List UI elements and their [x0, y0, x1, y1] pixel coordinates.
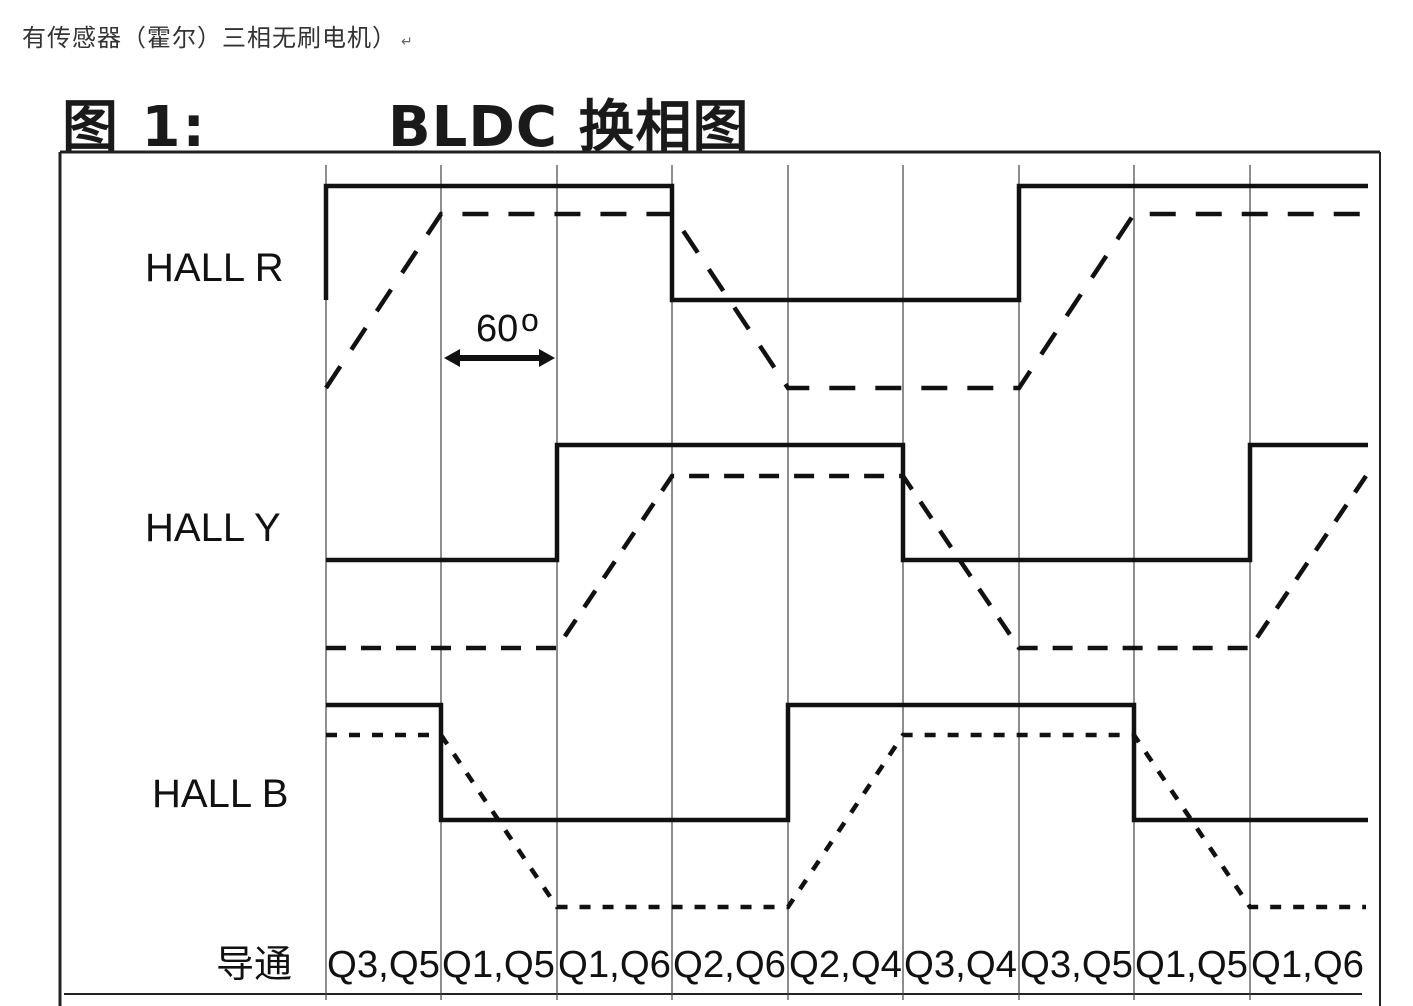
hall-square-wave — [326, 702, 1368, 823]
conduction-step: Q3,Q5 — [327, 944, 440, 986]
conduction-step: Q3,Q5 — [1020, 944, 1133, 986]
conduction-step: Q3,Q4 — [904, 944, 1017, 986]
signal-labels: HALL R HALL Y HALL B — [145, 246, 288, 816]
bemf-r-waveform — [324, 211, 1366, 391]
conduction-step: Q1,Q6 — [558, 944, 671, 986]
hall-square-wave — [323, 183, 1368, 303]
conduction-label: 导通 — [216, 942, 292, 986]
conduction-step: Q1,Q5 — [1135, 944, 1248, 986]
signal-label: HALL B — [152, 772, 288, 816]
arrow-left-icon — [444, 349, 460, 367]
conduction-step: Q2,Q6 — [673, 944, 786, 986]
figure-number: 图 1: — [62, 95, 207, 160]
conduction-step: Q1,Q6 — [1251, 944, 1364, 986]
document-heading: 有传感器（霍尔）三相无刷电机）↵ — [22, 18, 414, 53]
bemf-y-waveform — [326, 473, 1368, 651]
figure-title: BLDC 换相图 — [388, 95, 750, 160]
diagram-frame — [58, 150, 1381, 1006]
degree-mark: o — [521, 302, 539, 338]
paragraph-mark-icon: ↵ — [401, 34, 414, 50]
signal-label: HALL Y — [145, 506, 281, 550]
signal-label: HALL R — [145, 246, 284, 290]
sector-grid — [325, 165, 1251, 1000]
arrow-right-icon — [539, 349, 555, 367]
conduction-step: Q2,Q4 — [789, 944, 902, 986]
hall-signals — [323, 183, 1368, 910]
conduction-step: Q1,Q5 — [442, 944, 555, 986]
hall-square-wave — [326, 442, 1368, 563]
angle-label: 60 — [476, 308, 518, 350]
heading-text: 有传感器（霍尔）三相无刷电机） — [22, 24, 397, 52]
